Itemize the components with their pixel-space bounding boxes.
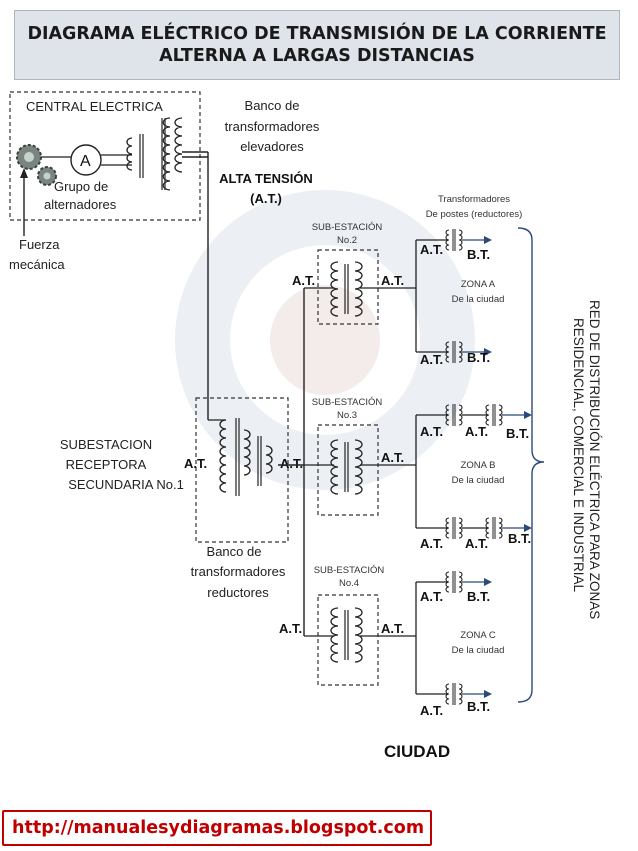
bt-label-b2: B.T. — [508, 531, 531, 546]
at-label-sub4-in: A.T. — [279, 621, 302, 636]
banco-reductores-label-1: Banco de — [207, 544, 262, 559]
subestacion-4-label-1: SUB-ESTACIÓN — [314, 565, 385, 576]
subestacion-4-box — [317, 594, 379, 686]
bt-label-a1: B.T. — [467, 247, 490, 262]
at-label-c1: A.T. — [420, 589, 443, 604]
alta-tension-label-1: ALTA TENSIÓN — [219, 171, 313, 186]
bt-label-c1: B.T. — [467, 589, 490, 604]
at-label-receptora-in: A.T. — [184, 456, 207, 471]
subestacion-4-transformer-icon — [331, 608, 362, 662]
zona-b-label-2: De la ciudad — [452, 475, 505, 486]
subestacion-3-label-2: No.3 — [337, 410, 357, 421]
transformer-elevador-icon — [124, 117, 183, 191]
pole-transformer-b4-icon — [485, 516, 503, 540]
grupo-label-2: alternadores — [44, 197, 117, 212]
bt-label-b1: B.T. — [506, 426, 529, 441]
zona-c-label-1: ZONA C — [460, 630, 496, 641]
bt-label-a2: B.T. — [467, 350, 490, 365]
red-distribucion-label-2: RESIDENCIAL, COMERCIAL E INDUSTRIAL — [571, 318, 586, 593]
blog-url-link[interactable]: http://manualesydiagramas.blogspot.com — [12, 818, 425, 838]
pole-transformer-c2-icon — [445, 682, 463, 706]
pole-transformer-a1-icon — [445, 228, 463, 252]
ciudad-label: CIUDAD — [384, 742, 450, 761]
banco-reductores-label-3: reductores — [207, 585, 269, 600]
at-label-sub2-in: A.T. — [292, 273, 315, 288]
at-label-b4: A.T. — [465, 536, 488, 551]
title-banner: DIAGRAMA ELÉCTRICO DE TRANSMISIÓN DE LA … — [14, 10, 620, 80]
generator-letter: A — [80, 153, 91, 170]
pole-transformer-b2-icon — [445, 516, 463, 540]
transformadores-postes-label-1: Transformadores — [438, 194, 510, 205]
arrow-c1-icon — [461, 577, 493, 587]
watermark-logo — [175, 190, 475, 490]
zona-a-label-1: ZONA A — [461, 279, 496, 290]
zona-a-label-2: De la ciudad — [452, 294, 505, 305]
central-electrica-label: CENTRAL ELECTRICA — [26, 99, 163, 114]
fuerza-label-1: Fuerza — [19, 237, 60, 252]
red-distribucion-label-1: RED DE DISTRIBUCIÓN ELÉCTRICA PARA ZONAS — [587, 300, 602, 619]
at-label-receptora-out: A.T. — [280, 456, 303, 471]
title-line-1: DIAGRAMA ELÉCTRICO DE TRANSMISIÓN DE LA … — [27, 24, 607, 44]
at-label-b1: A.T. — [420, 424, 443, 439]
distribution-brace — [517, 227, 545, 703]
pole-transformer-c1-icon — [445, 570, 463, 594]
arrow-b1-icon — [501, 410, 533, 420]
subestacion-2-box — [317, 249, 379, 325]
pole-transformer-b3-icon — [485, 403, 503, 427]
zona-c-label-2: De la ciudad — [452, 645, 505, 656]
banco-elevadores-label-3: elevadores — [240, 139, 304, 154]
subestacion-4-label-2: No.4 — [339, 578, 359, 589]
arrow-c2-icon — [461, 689, 493, 699]
alta-tension-label-2: (A.T.) — [250, 191, 282, 206]
arrow-a1-icon — [461, 235, 493, 245]
blog-url-banner[interactable]: http://manualesydiagramas.blogspot.com — [2, 810, 432, 846]
title-line-2: ALTERNA A LARGAS DISTANCIAS — [159, 46, 475, 66]
fuerza-label-2: mecánica — [9, 257, 65, 272]
at-label-sub4-out: A.T. — [381, 621, 404, 636]
at-label-a1: A.T. — [420, 242, 443, 257]
subestacion-3-box — [317, 424, 379, 516]
grupo-label-1: Grupo de — [54, 179, 108, 194]
subestacion-2-label-2: No.2 — [337, 235, 357, 246]
at-label-b3: A.T. — [420, 536, 443, 551]
banco-elevadores-label-1: Banco de — [245, 98, 300, 113]
subestacion-receptora-label-3: SECUNDARIA No.1 — [68, 477, 184, 492]
at-label-c2: A.T. — [420, 703, 443, 718]
transformadores-postes-label-2: De postes (reductores) — [426, 209, 523, 220]
subestacion-receptora-label-1: SUBESTACION — [60, 437, 152, 452]
at-label-sub2-out: A.T. — [381, 273, 404, 288]
generator-icon — [70, 144, 102, 176]
central-electrica-box — [9, 91, 201, 221]
zona-b-label-1: ZONA B — [461, 460, 496, 471]
subestacion-receptora-label-2: RECEPTORA — [66, 457, 147, 472]
at-label-b2: A.T. — [465, 424, 488, 439]
subestacion-receptora-box — [195, 397, 289, 543]
subestacion-2-label-1: SUB-ESTACIÓN — [312, 222, 383, 233]
banco-elevadores-label-2: transformadores — [225, 119, 320, 134]
bt-label-c2: B.T. — [467, 699, 490, 714]
subestacion-3-label-1: SUB-ESTACIÓN — [312, 397, 383, 408]
transformer-reductor-icon — [219, 418, 273, 496]
banco-reductores-label-2: transformadores — [191, 564, 286, 579]
gear-icon — [16, 144, 57, 186]
at-label-sub3-out: A.T. — [381, 450, 404, 465]
at-label-a2: A.T. — [420, 352, 443, 367]
